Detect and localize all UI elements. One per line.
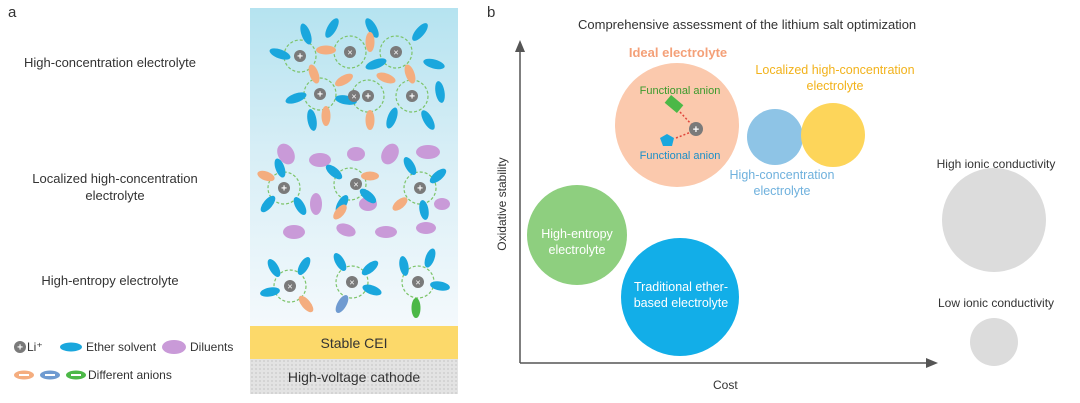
- hee-b-label: High-entropy electrolyte: [541, 227, 613, 257]
- lhce-bubble: [801, 103, 865, 167]
- anion-legend-label: Different anions: [88, 368, 172, 382]
- cathode-layer: High-voltage cathode: [250, 359, 458, 394]
- lhce-b-label: Localized high-concentration electrolyte: [755, 63, 915, 93]
- hce-cluster: [269, 18, 445, 131]
- diluent-legend-label: Diluents: [190, 340, 234, 354]
- cei-layer: Stable CEI: [250, 326, 458, 359]
- cathode-label: High-voltage cathode: [287, 368, 421, 385]
- hce-b-label: High-concentration electrolyte: [729, 168, 835, 198]
- assessment-plot: +: [515, 40, 938, 368]
- diluent-legend-icon: [162, 340, 186, 354]
- panel-a-letter: a: [8, 4, 17, 21]
- y-axis-label: Oxidative stability: [495, 157, 509, 251]
- ideal-electrolyte-bubble: [615, 63, 739, 187]
- ether-legend-label: Ether solvent: [86, 340, 157, 354]
- hee-bubble: [527, 185, 627, 285]
- cei-label: Stable CEI: [320, 334, 388, 351]
- hce-bubble: [747, 109, 803, 165]
- li-legend-label: Li⁺: [27, 340, 43, 354]
- functional-anion-rect-icon: [664, 95, 684, 113]
- functional-anion-bottom-label: Functional anion: [639, 150, 721, 162]
- li-legend-icon: [14, 341, 26, 353]
- low-conductivity-label: Low ionic conductivity: [937, 296, 1055, 310]
- y-axis-arrow: [515, 40, 525, 52]
- ideal-electrolyte-label: Ideal electrolyte: [628, 45, 728, 60]
- functional-anion-pentagon-icon: [660, 134, 674, 146]
- x-axis-arrow: [926, 358, 938, 368]
- panel-b-letter: b: [487, 4, 496, 21]
- ether-legend-icon: [60, 342, 82, 352]
- x-axis-label: Cost: [713, 378, 738, 392]
- electrolyte-column: [250, 8, 458, 326]
- ideal-li-icon: [689, 122, 703, 136]
- solvation-schematic: + ×: [257, 18, 450, 318]
- high-conductivity-bubble: [942, 168, 1046, 272]
- traditional-bubble: [621, 238, 739, 356]
- hee-label: High-entropy electrolyte: [41, 273, 179, 288]
- lhce-cluster: [257, 143, 450, 239]
- panel-a-legend: +: [14, 340, 186, 380]
- low-conductivity-bubble: [970, 318, 1018, 366]
- high-conductivity-label: High ionic conductivity: [936, 157, 1056, 171]
- lhce-label: Localized high-concentration electrolyte: [32, 171, 198, 203]
- svg-text:+: +: [693, 124, 699, 136]
- size-legend: [942, 168, 1046, 366]
- panel-b-title: Comprehensive assessment of the lithium …: [578, 17, 917, 32]
- hee-cluster: [260, 248, 450, 318]
- hce-label: High-concentration electrolyte: [24, 55, 196, 70]
- svg-text:+: +: [17, 343, 23, 354]
- traditional-b-label: Traditional ether-based electrolyte: [633, 280, 729, 310]
- functional-anion-top-label: Functional anion: [639, 85, 721, 97]
